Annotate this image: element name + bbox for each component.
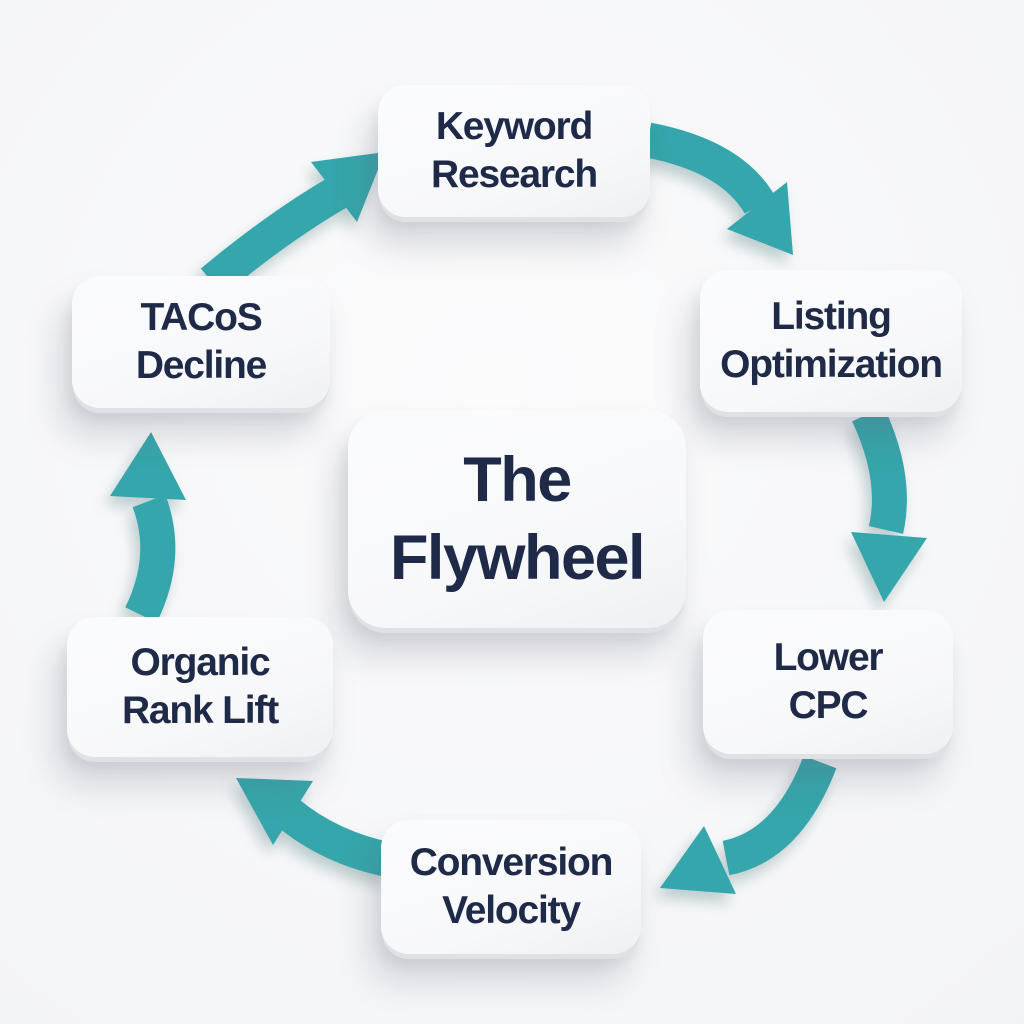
node-label-line2: Rank Lift xyxy=(121,689,279,732)
node-label-line1: Conversion xyxy=(409,840,614,884)
node-label-line1: Lower xyxy=(773,635,884,679)
node-label-line1: Keyword xyxy=(435,104,594,148)
node-keyword-research-label: Keyword Research xyxy=(430,103,598,200)
node-organic-rank-lift-label: Organic Rank Lift xyxy=(121,639,279,736)
node-conversion-velocity-label: Conversion Velocity xyxy=(409,839,614,936)
arrow-listing-to-lowercpc-icon xyxy=(851,406,927,602)
arrow-keyword-to-listing-icon xyxy=(644,122,793,255)
node-tacos-decline: TACoS Decline xyxy=(72,276,330,408)
node-label-line1: Organic xyxy=(130,640,271,684)
node-label-line2: Optimization xyxy=(720,343,943,386)
node-keyword-research: Keyword Research xyxy=(378,85,650,217)
arrow-organic-to-tacos-icon xyxy=(110,432,186,623)
diagram-title: The Flywheel xyxy=(389,441,646,597)
arrow-lowercpc-to-conversion-icon xyxy=(660,755,837,894)
node-label-line2: CPC xyxy=(788,684,869,727)
diagram-title-line1: The xyxy=(463,444,572,515)
node-the-flywheel: The Flywheel xyxy=(348,410,686,628)
node-organic-rank-lift: Organic Rank Lift xyxy=(67,617,333,757)
node-label-line1: TACoS xyxy=(140,295,262,339)
node-listing-optimization-label: Listing Optimization xyxy=(720,293,943,390)
node-tacos-decline-label: TACoS Decline xyxy=(135,294,268,391)
node-lower-cpc: Lower CPC xyxy=(703,610,953,754)
node-listing-optimization: Listing Optimization xyxy=(700,270,962,412)
node-conversion-velocity: Conversion Velocity xyxy=(381,820,641,954)
node-lower-cpc-label: Lower CPC xyxy=(773,634,884,731)
arrow-conversion-to-organic-icon xyxy=(236,778,394,878)
node-label-line2: Research xyxy=(430,153,598,196)
node-label-line2: Decline xyxy=(135,344,268,387)
node-label-line2: Velocity xyxy=(442,889,581,932)
diagram-title-line2: Flywheel xyxy=(389,523,646,593)
arrow-tacos-to-keyword-icon xyxy=(200,152,385,296)
node-label-line1: Listing xyxy=(771,294,892,338)
